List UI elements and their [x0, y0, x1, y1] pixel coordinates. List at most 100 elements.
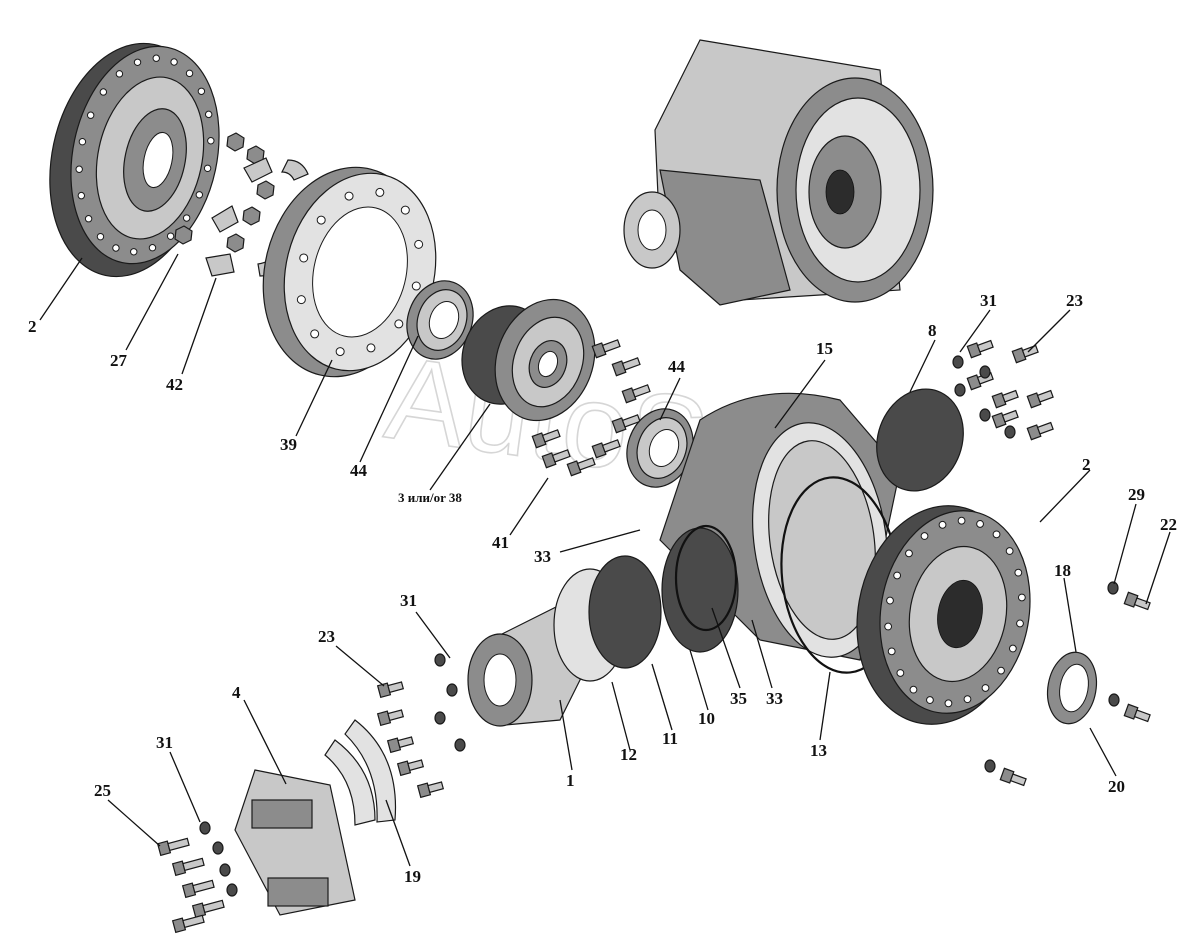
bolt-hole: [299, 253, 309, 263]
bolt-hole: [920, 532, 929, 540]
bolt: [191, 899, 225, 919]
callout-19: 19: [404, 867, 421, 886]
bolt: [966, 339, 994, 359]
callout-42: 42: [166, 375, 183, 394]
bolt-hole: [893, 571, 902, 580]
bolt-hole: [375, 187, 385, 197]
assembled-reducer-unit: [623, 39, 934, 306]
bolt-hole: [296, 295, 306, 305]
callout-2-right: 2: [1082, 455, 1091, 474]
bolt-hole: [1014, 568, 1023, 577]
bolt: [376, 709, 405, 727]
callout-44-left: 44: [350, 461, 368, 480]
callout-25: 25: [94, 781, 111, 800]
bolt-hole: [976, 520, 984, 528]
bolt: [621, 384, 651, 404]
callout-31-mid: 31: [400, 591, 417, 610]
part-10-gasket: [661, 527, 739, 653]
bolt: [1123, 591, 1151, 611]
part-4-bracket: [234, 769, 356, 916]
washer: [1107, 581, 1119, 595]
callout-35: 35: [730, 689, 747, 708]
callout-41: 41: [492, 533, 509, 552]
washer: [454, 738, 466, 752]
bolt-hole: [1017, 593, 1026, 602]
bolt-hole: [86, 111, 95, 119]
bolt: [611, 357, 641, 377]
bolt-hole: [896, 669, 905, 677]
bolt: [1026, 421, 1054, 441]
bolt-hole: [185, 69, 194, 78]
bolt-hole: [957, 516, 966, 525]
bolt: [396, 759, 425, 777]
callout-13: 13: [810, 741, 827, 760]
bolt-hole: [75, 165, 83, 173]
bolt-hole: [204, 110, 213, 119]
callout-23-top: 23: [1066, 291, 1083, 310]
washer: [219, 863, 231, 877]
bolt-hole: [130, 248, 138, 256]
fasteners: [156, 339, 1151, 934]
part-2-flange-cover-right: [856, 505, 1031, 725]
part-41-bolts: [531, 339, 651, 477]
bolt-hole: [152, 54, 160, 62]
callout-18: 18: [1054, 561, 1071, 580]
bolt-hole: [335, 347, 345, 357]
washer: [954, 383, 966, 397]
bolt-hole: [96, 232, 105, 241]
callout-8: 8: [928, 321, 937, 340]
bolt-hole: [909, 685, 918, 694]
bolt-hole: [884, 622, 893, 631]
bolt-hole: [78, 137, 87, 146]
bolt-hole: [981, 684, 990, 692]
bolt: [1123, 703, 1151, 723]
bolt: [156, 837, 190, 857]
callout-33-right: 33: [766, 689, 783, 708]
bolt: [416, 781, 445, 799]
bolt: [171, 857, 205, 877]
callout-31-bottom: 31: [156, 733, 173, 752]
callout-12: 12: [620, 745, 637, 764]
bolt-hole: [926, 696, 934, 704]
callout-3-or-38: 3 или/or 38: [398, 490, 462, 505]
part-11-gasket: [588, 555, 662, 669]
bolt-hole: [1008, 644, 1017, 653]
part-27-nuts: [174, 132, 275, 253]
part-15-main-housing: [659, 392, 901, 661]
callout-33-left: 33: [534, 547, 551, 566]
bolt-hole: [1005, 547, 1014, 555]
washer: [446, 683, 458, 697]
bolt-hole: [944, 699, 953, 708]
bolt-hole: [411, 281, 421, 291]
bolt-hole: [887, 647, 896, 656]
bolt-hole: [77, 191, 86, 200]
washer: [1108, 693, 1120, 707]
bolt-hole: [170, 58, 178, 66]
bolt-hole: [112, 244, 120, 252]
bolt-hole: [905, 549, 913, 558]
bolt-hole: [414, 239, 424, 249]
callout-23-mid: 23: [318, 627, 335, 646]
bolt-hole: [148, 244, 157, 252]
washer: [199, 821, 211, 835]
bolt: [566, 457, 596, 477]
callout-29: 29: [1128, 485, 1145, 504]
bolt-hole: [366, 343, 376, 353]
washer: [979, 408, 991, 422]
bolt: [611, 414, 641, 434]
bolt: [541, 449, 571, 469]
washer: [434, 653, 446, 667]
callout-27: 27: [110, 351, 128, 370]
bolt: [171, 914, 205, 934]
bolt: [999, 767, 1027, 787]
part-8-cover-plate: [876, 388, 964, 492]
washer: [226, 883, 238, 897]
callout-1: 1: [566, 771, 575, 790]
bolt: [376, 681, 405, 699]
bolt: [181, 879, 215, 899]
bolt-hole: [84, 215, 93, 223]
bolt: [386, 736, 415, 754]
bolt-hole: [197, 87, 206, 95]
callout-39: 39: [280, 435, 297, 454]
